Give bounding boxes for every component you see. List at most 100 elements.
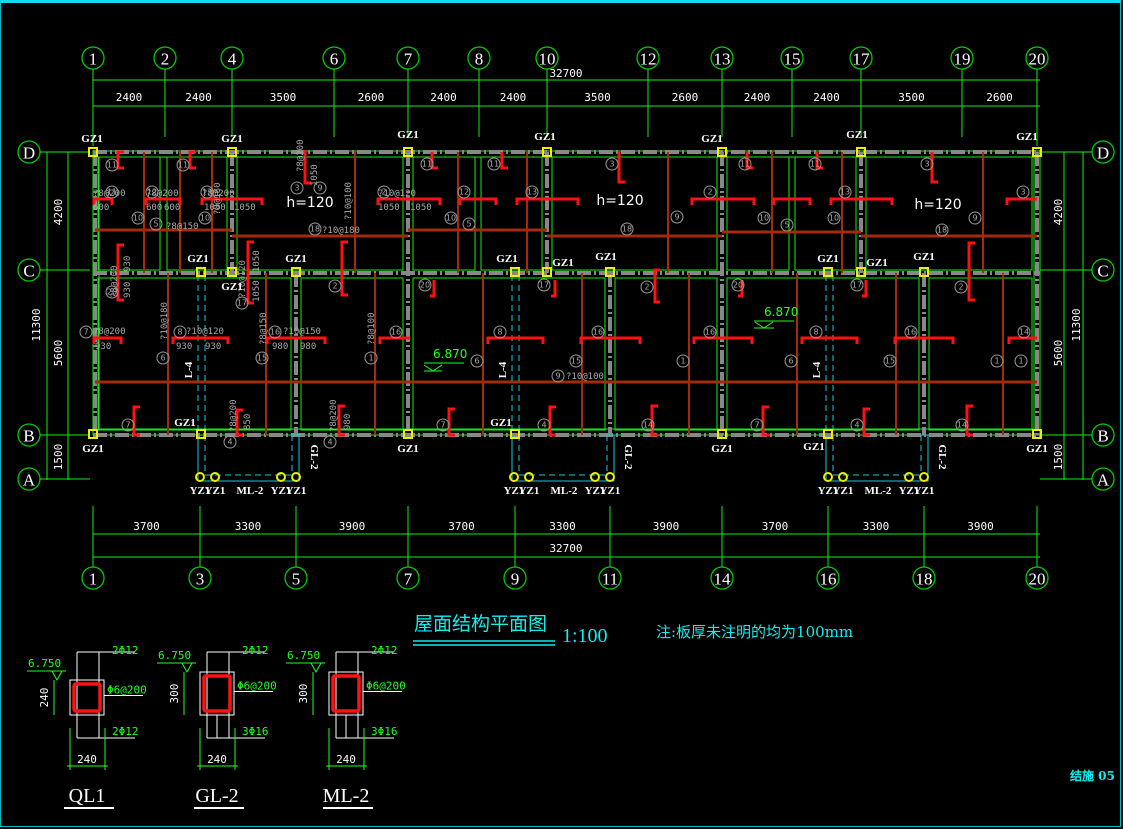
column-gz1[interactable]: GZ1 (817, 253, 839, 277)
svg-text:?10@120: ?10@120 (186, 327, 224, 337)
top-axis-bubble: 4 (220, 46, 244, 70)
mark-circle (198, 211, 212, 225)
column-gz1[interactable]: GZ1 (174, 417, 206, 439)
mark-circle (591, 325, 605, 339)
column-gz1[interactable]: GZ1 (221, 267, 243, 293)
column-gz1[interactable]: GZ1 (595, 251, 617, 277)
mark-number: 4 (327, 438, 332, 447)
column-gz1[interactable]: GZ1 (803, 429, 833, 453)
drawing-scale: 1:100 (562, 625, 608, 647)
bottom-span-dim: 3900 (967, 520, 994, 533)
column-label: YZ1 (271, 485, 292, 497)
column-yz1[interactable]: YZ1 (271, 472, 292, 497)
mark-circle (462, 217, 476, 231)
column-gz1[interactable]: GZ1 (496, 253, 520, 277)
top-total-dim: 32700 (549, 67, 582, 80)
column-gz1[interactable]: GZ1 (846, 129, 868, 157)
column-label: GZ1 (803, 441, 824, 453)
mark-number: 3 (924, 160, 929, 169)
mark-number: 1 (1018, 357, 1023, 366)
bottom-span-dim: 3700 (133, 520, 160, 533)
column-yz1[interactable]: YZ1 (286, 472, 307, 497)
column-gz1[interactable]: GZ1 (397, 129, 419, 157)
axis-label: C (1097, 262, 1108, 281)
column-yz1[interactable]: YZ1 (818, 472, 839, 497)
mark-circle (176, 158, 190, 172)
column-yz1[interactable]: YZ1 (519, 472, 540, 497)
column-gz1[interactable]: GZ1 (1016, 131, 1042, 157)
rebar-mark: 20 (418, 278, 432, 292)
mark-circle (738, 157, 752, 171)
svg-text:600: 600 (93, 203, 109, 213)
column-yz1[interactable]: YZ1 (833, 472, 854, 497)
svg-text:?10@100: ?10@100 (344, 182, 354, 220)
column-gz1[interactable]: GZ1 (701, 133, 727, 157)
column-yz1[interactable]: YZ1 (504, 472, 525, 497)
rebar-mark: 5 (149, 217, 163, 231)
mark-circle (121, 418, 135, 432)
column-yz1[interactable]: YZ1 (205, 472, 226, 497)
section-level: 6.750 (28, 657, 61, 670)
mark-circle (757, 211, 771, 225)
column-yz1[interactable]: YZ1 (600, 472, 621, 497)
mark-circle (808, 157, 822, 171)
beam-sections: 6.7502402Φ12Φ6@2002Φ12240QL16.7503002Φ12… (27, 644, 406, 809)
mark-circle (883, 354, 897, 368)
mark-circle (308, 222, 322, 236)
section-bottom-bars: 3Φ16 (242, 725, 269, 738)
mark-number: 3 (1020, 188, 1025, 197)
floor-plan[interactable]: h=120 h=120 h=120 6.870 6.870 ?8@200 600… (79, 129, 1048, 497)
column-gz1[interactable]: GZ1 (397, 429, 419, 455)
mark-circle (79, 325, 93, 339)
section-height: 240 (38, 688, 51, 708)
mark-number: 10 (829, 214, 839, 223)
rebar-mark: 3 (605, 157, 619, 171)
column-gz1[interactable]: GZ1 (1026, 429, 1048, 455)
left-dim-ba: 1500 (52, 444, 65, 471)
section-width: 240 (77, 753, 97, 766)
bottom-axis-bubble: 9 (503, 566, 527, 590)
bottom-span-dim: 3300 (863, 520, 890, 533)
mark-number: 2 (332, 282, 337, 291)
mark-number: 10 (133, 214, 143, 223)
mark-circle (268, 325, 282, 339)
column-gz1[interactable]: GZ1 (534, 131, 556, 157)
column-gz1[interactable]: GZ1 (187, 253, 209, 277)
column-label: GZ1 (817, 253, 838, 265)
column-gz1[interactable]: GZ1 (221, 133, 243, 157)
column-yz1[interactable]: YZ1 (190, 472, 211, 497)
column-symbol (524, 472, 534, 482)
axis-label: 15 (784, 50, 801, 69)
section-top-bars: 2Φ12 (242, 644, 269, 657)
column-yz1[interactable]: YZ1 (914, 472, 935, 497)
column-yz1[interactable]: YZ1 (899, 472, 920, 497)
column-gz1[interactable]: GZ1 (542, 257, 574, 277)
column-gz1[interactable]: GZ1 (285, 253, 307, 277)
section-stirrups: Φ6@200 (237, 680, 277, 693)
mark-number: 20 (107, 288, 117, 297)
column-gz1[interactable]: GZ1 (81, 133, 103, 157)
rebar-mark: 10 (827, 211, 841, 225)
section-height: 300 (297, 684, 310, 704)
top-span-dim: 2400 (185, 91, 212, 104)
section-stirrup (202, 674, 232, 713)
column-gz1[interactable]: GZ1 (711, 429, 733, 455)
mark-number: 13 (840, 188, 850, 197)
column-gz1[interactable]: GZ1 (856, 257, 888, 277)
column-symbol (856, 147, 866, 157)
room-outlines (97, 156, 1033, 431)
top-span-dim: 2400 (430, 91, 457, 104)
column-gz1[interactable]: GZ1 (490, 417, 520, 439)
bottom-axis-bubble: 18 (912, 566, 936, 590)
column-label: GZ1 (221, 281, 242, 293)
rebar-mark: 10 (444, 211, 458, 225)
column-gz1[interactable]: GZ1 (82, 429, 104, 455)
column-gz1[interactable]: GZ1 (913, 251, 935, 277)
svg-text:1050: 1050 (410, 203, 432, 213)
mark-number: 17 (852, 281, 862, 290)
left-total-dim: 11300 (30, 308, 43, 341)
mark-number: 9 (317, 184, 322, 193)
column-yz1[interactable]: YZ1 (585, 472, 606, 497)
